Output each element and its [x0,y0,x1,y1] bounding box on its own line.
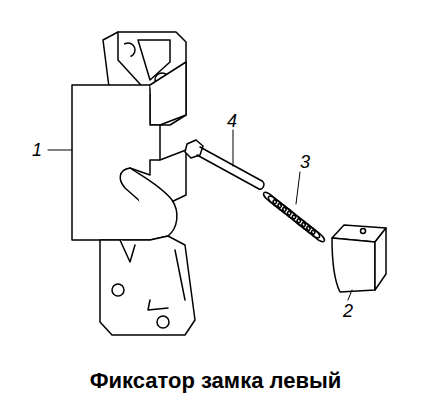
callout-number: 4 [227,112,237,130]
callout-number: 1 [32,141,42,159]
spring [262,191,326,244]
bolt [185,140,264,189]
leader-lines [48,130,352,300]
lock-bracket [72,32,195,335]
diagram-title: Фиксатор замка левый [0,368,431,394]
spring-coil [310,229,326,244]
callout-number: 2 [343,302,353,320]
callout-number: 3 [300,153,310,171]
cap-block [332,225,386,292]
